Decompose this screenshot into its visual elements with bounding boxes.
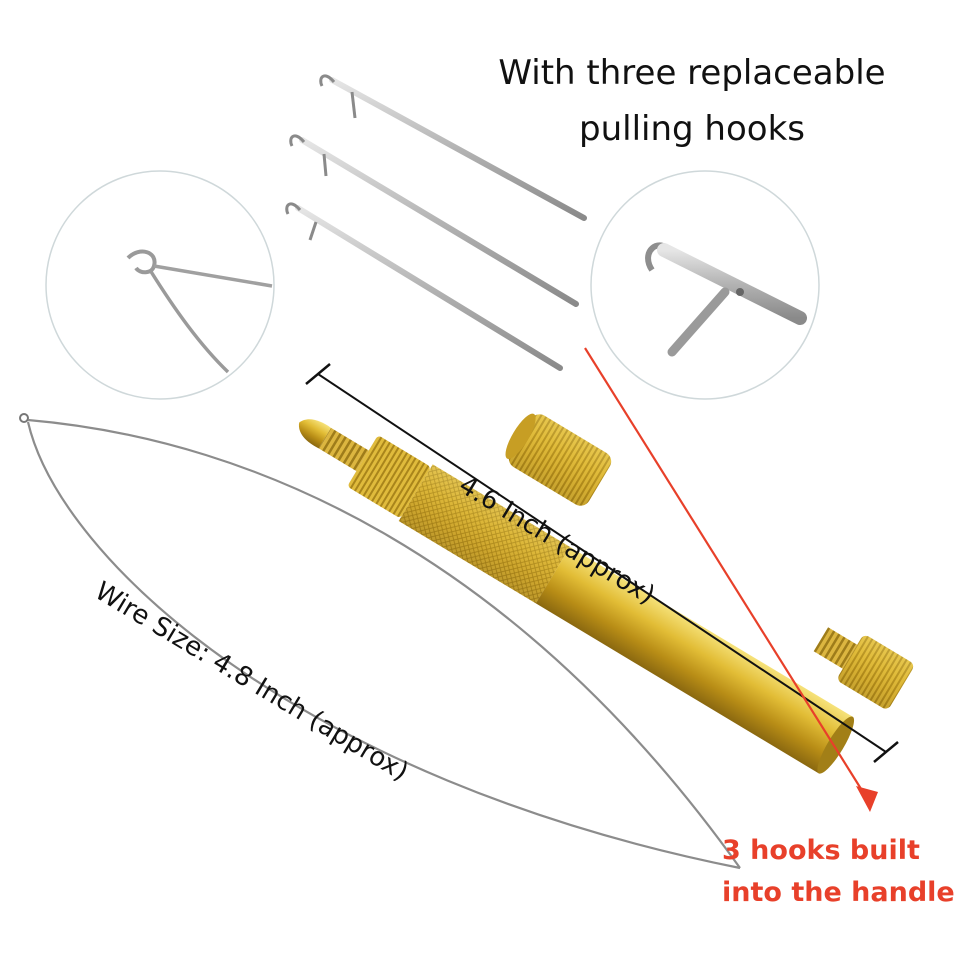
hook-needle — [289, 134, 579, 307]
hook-needle — [319, 74, 587, 221]
handle-barrel — [535, 546, 853, 774]
headline: With three replaceable pulling hooks — [492, 56, 892, 146]
hook-needle — [285, 202, 563, 371]
handle-tip — [298, 419, 332, 449]
headline-line-1: With three replaceable — [498, 53, 886, 93]
gold-handle — [298, 419, 855, 774]
handle-length-dimension — [305, 363, 899, 763]
handle-collar — [348, 436, 430, 517]
wire-loop-detail-magnifier — [45, 170, 275, 400]
hook-detail-magnifier — [590, 170, 820, 400]
callout-arrow — [584, 347, 878, 812]
end-cap — [505, 413, 612, 506]
headline-line-2: pulling hooks — [579, 109, 805, 149]
threaded-plug — [813, 627, 914, 709]
threading-wire — [19, 413, 741, 870]
callout-line-1: 3 hooks built — [722, 835, 920, 866]
callout-line-2: into the handle — [722, 876, 955, 908]
callout-text: 3 hooks built into the handle — [722, 830, 955, 914]
handle-thread — [318, 427, 369, 472]
replaceable-hooks — [285, 74, 587, 371]
